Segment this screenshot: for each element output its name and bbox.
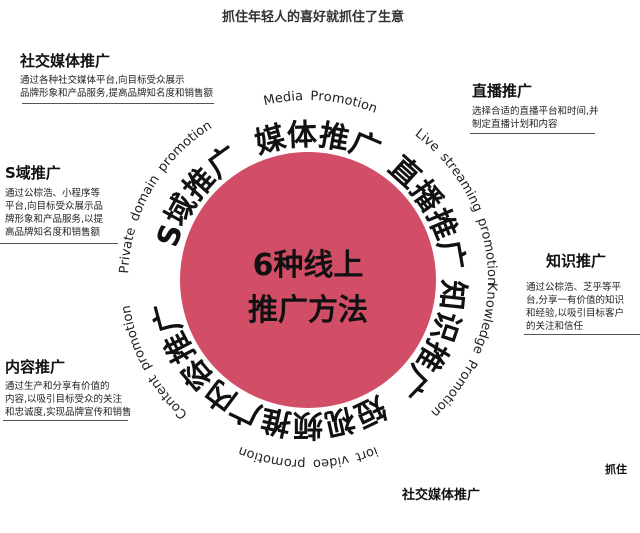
block-desc: 通过公棕浩、芝乎等平台,分享一有价值的知识和经验,以吸引目标客户的关注和信任 bbox=[526, 282, 625, 332]
ring-glyph: r bbox=[358, 447, 368, 463]
ring-glyph: w bbox=[480, 307, 497, 321]
ring-glyph: i bbox=[371, 443, 380, 458]
ring-glyph: m bbox=[331, 91, 346, 108]
center-title-line2: 推广方法 bbox=[248, 293, 368, 328]
block-desc: 通过各种社交媒体平台,向目标受众展示品牌形象和产品服务,提高品牌知名度和销售额 bbox=[20, 75, 214, 99]
ring-glyph: e bbox=[123, 226, 140, 238]
ring-glyph: l bbox=[479, 317, 494, 324]
ring-glyph: 频 bbox=[293, 407, 323, 442]
ring-glyph: i bbox=[252, 448, 260, 463]
ring-glyph: i bbox=[463, 189, 478, 199]
ring-glyph: n bbox=[119, 304, 135, 315]
ring-glyph: 广 bbox=[431, 237, 471, 273]
ring-glyph: i bbox=[356, 96, 364, 111]
ring-glyph: o bbox=[323, 90, 333, 106]
center-title-line1: 6种线上 bbox=[253, 248, 364, 283]
ring-glyph: i bbox=[483, 265, 498, 270]
block-title: 直播推广 bbox=[472, 82, 533, 100]
ring-glyph: m bbox=[127, 335, 145, 352]
ring-glyph: m bbox=[134, 191, 153, 209]
ring-glyph: t bbox=[256, 449, 265, 465]
ring-glyph: 体 bbox=[286, 117, 318, 153]
ring-glyph: e bbox=[477, 320, 494, 332]
ring-glyph: i bbox=[122, 320, 137, 327]
ring-glyph: e bbox=[320, 455, 329, 471]
block-title: S域推广 bbox=[5, 164, 61, 182]
ring-glyph: m bbox=[480, 238, 497, 253]
ring-glyph: o bbox=[478, 230, 494, 241]
ring-glyph: v bbox=[119, 247, 135, 257]
ring-glyph: o bbox=[313, 456, 322, 471]
ring-glyph: o bbox=[343, 93, 354, 109]
ring-glyph: d bbox=[282, 90, 292, 106]
ring-glyph: M bbox=[262, 92, 276, 109]
ring-glyph: i bbox=[291, 89, 296, 104]
ring-glyph: a bbox=[120, 239, 136, 250]
ring-glyph: t bbox=[354, 449, 363, 465]
ring-glyph: i bbox=[144, 180, 159, 191]
corner-text: 抓住 bbox=[605, 463, 627, 476]
block-desc: 选择合适的直播平台和时间,并制定直播计划和内容 bbox=[472, 106, 599, 130]
ring-glyph: 推 bbox=[316, 118, 352, 158]
divider bbox=[524, 334, 640, 335]
ring-glyph: o bbox=[484, 269, 499, 278]
ring-glyph: t bbox=[351, 95, 360, 111]
ring-glyph: t bbox=[483, 259, 498, 265]
ring-glyph: e bbox=[274, 91, 284, 107]
ring-glyph: n bbox=[484, 277, 499, 285]
block-title: 内容推广 bbox=[5, 358, 66, 376]
ring-glyph: p bbox=[297, 456, 306, 471]
divider bbox=[3, 420, 128, 421]
ring-glyph: o bbox=[261, 451, 272, 467]
ring-glyph: i bbox=[336, 453, 342, 468]
ring-glyph: o bbox=[283, 454, 293, 470]
ring-glyph: P bbox=[117, 265, 132, 274]
ring-glyph: o bbox=[482, 251, 498, 261]
block-desc: 通过生产和分享有价值的内容,以吸引目标受众的关注和忠诚度,实现品牌宣传和销售 bbox=[5, 381, 132, 418]
ring-glyph: o bbox=[482, 299, 498, 309]
block-title: 知识推广 bbox=[546, 252, 607, 270]
ring-glyph: a bbox=[295, 89, 304, 104]
divider bbox=[470, 133, 595, 134]
ring-glyph: K bbox=[484, 282, 499, 292]
ring-glyph: r bbox=[135, 354, 151, 366]
ring-glyph: n bbox=[483, 291, 499, 301]
ring-glyph: v bbox=[339, 452, 350, 468]
ring-glyph: r bbox=[476, 224, 492, 234]
ring-glyph: d bbox=[328, 454, 338, 470]
ring-glyph: r bbox=[291, 455, 298, 470]
ring-glyph: 知 bbox=[433, 278, 471, 311]
ring-glyph: i bbox=[118, 256, 133, 261]
center-circle bbox=[180, 152, 436, 408]
ring-glyph: P bbox=[310, 89, 319, 104]
bottom-title: 社交媒体推广 bbox=[402, 488, 481, 503]
ring-glyph: t bbox=[123, 323, 139, 332]
block-title: 社交媒体推广 bbox=[20, 52, 111, 70]
divider bbox=[0, 243, 118, 244]
ring-glyph: m bbox=[270, 452, 285, 469]
ring-glyph: r bbox=[118, 259, 133, 266]
ring-glyph: o bbox=[120, 312, 136, 323]
divider bbox=[22, 103, 214, 104]
block-desc: 通过公棕浩、小程序等平台,向目标受众展示品牌形象和产品服务,以提高品牌知名度和销… bbox=[5, 188, 104, 238]
ring-glyph: t bbox=[121, 234, 137, 242]
ring-glyph: 视 bbox=[321, 401, 358, 442]
page-title: 抓住年轻人的喜好就抓住了生意 bbox=[222, 10, 405, 25]
ring-glyph: r bbox=[318, 89, 325, 104]
